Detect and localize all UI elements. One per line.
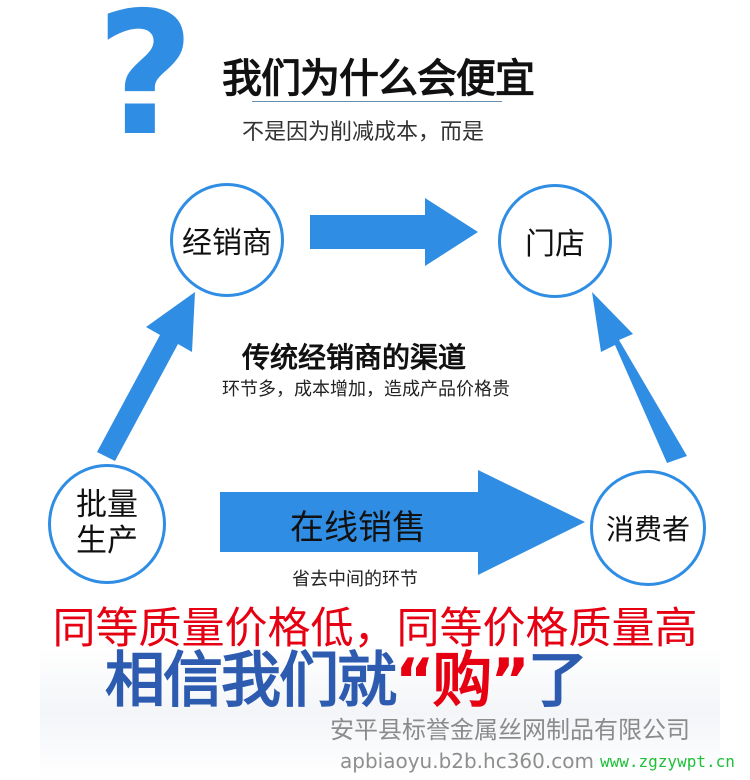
page-title: 我们为什么会便宜 xyxy=(222,56,535,102)
arrow-production-to-consumer xyxy=(220,470,585,575)
node-store: 门店 xyxy=(498,184,612,298)
online-sales-desc: 省去中间的环节 xyxy=(292,569,418,590)
slogan-part2: 了 xyxy=(527,646,588,716)
node-consumer: 消费者 xyxy=(590,470,706,586)
flow-arrows xyxy=(97,198,687,575)
node-label: 批量 xyxy=(76,487,138,524)
arrow-production-to-distributor xyxy=(97,292,195,461)
node-distributor: 经销商 xyxy=(170,183,284,297)
slogan-buy: “购” xyxy=(395,646,530,716)
title-divider xyxy=(252,101,502,102)
node-label: 门店 xyxy=(525,227,585,262)
question-mark-icon: ? xyxy=(96,0,195,174)
node-label: 消费者 xyxy=(605,513,690,546)
online-sales-title: 在线销售 xyxy=(290,508,426,548)
bottom-slogan: 相信我们就“购”了 xyxy=(105,646,588,716)
traditional-channel-desc: 环节多，成本增加，造成产品价格贵 xyxy=(222,379,510,400)
watermark-site2: apbiaoyu.b2b.hc360.com xyxy=(340,749,594,773)
node-label: 经销商 xyxy=(182,226,272,261)
arrow-distributor-to-store xyxy=(310,198,478,266)
node-production: 批量生产 xyxy=(48,464,166,584)
arrow-consumer-to-store xyxy=(592,292,687,463)
slogan-part1: 相信我们就 xyxy=(105,646,397,716)
traditional-channel-title: 传统经销商的渠道 xyxy=(242,341,467,374)
node-label: 生产 xyxy=(76,523,138,559)
watermark-site1: www.zgzywpt.cn xyxy=(600,752,735,771)
page-subtitle: 不是因为削减成本，而是 xyxy=(242,120,485,145)
watermark-company: 安平县标誉金属丝网制品有限公司 xyxy=(330,716,690,744)
quality-price-slogan: 同等质量价格低，同等价格质量高 xyxy=(52,604,698,654)
